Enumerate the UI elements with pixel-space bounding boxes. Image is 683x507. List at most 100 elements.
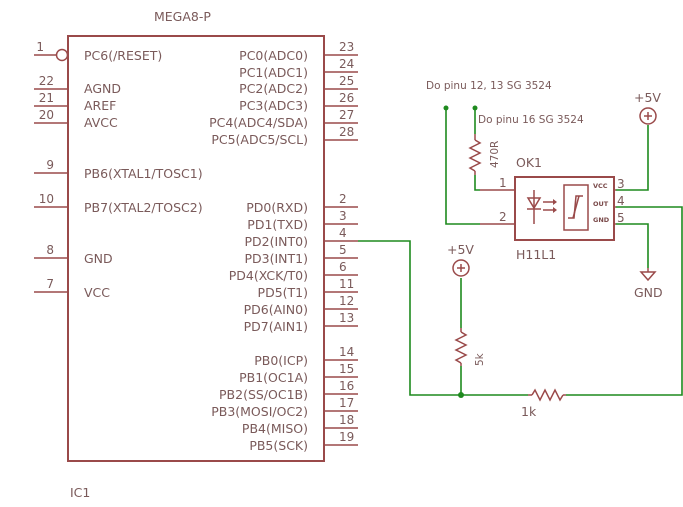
resistor-1k: 1k [521, 388, 566, 419]
pin-number: 22 [39, 74, 54, 88]
opto-body [514, 176, 615, 241]
pin-name: PD1(TXD) [247, 217, 308, 232]
opto-designator: OK1 [516, 155, 542, 170]
supply-5v-pullup: +5V [447, 242, 474, 277]
resistor-470r: 470R [468, 134, 501, 175]
pin-name: PB5(SCK) [249, 438, 308, 453]
pin-number: 11 [339, 277, 354, 291]
pin-number: 6 [339, 260, 347, 274]
pin-name: AVCC [84, 115, 118, 130]
supply-gnd: GND [634, 268, 663, 300]
junction-dot [458, 392, 464, 398]
net-opto-out [566, 206, 683, 396]
supply-symbol-icon [639, 107, 657, 125]
pin-number: 23 [339, 40, 354, 54]
optocoupler-h11l1: OK1 H11L1 1 2 VCC OUT GND 3 4 5 [480, 155, 625, 262]
pin-name: PB4(MISO) [242, 421, 308, 436]
pin-name: PC6(/RESET) [84, 48, 162, 63]
junction-dot [472, 105, 478, 111]
pin-number: 5 [339, 243, 347, 257]
ground-symbol-icon [639, 271, 657, 282]
pin-number: 10 [39, 192, 54, 206]
annotation-sg3524-12-13: Do pinu 12, 13 SG 3524 [426, 80, 552, 92]
opto-pin-label: VCC [593, 182, 608, 190]
supply-label: +5V [634, 90, 661, 105]
supply-label: GND [634, 285, 663, 300]
net-opto-vcc [616, 125, 649, 191]
pin-name: PC2(ADC2) [239, 81, 308, 96]
pin-name: PB7(XTAL2/TOSC2) [84, 200, 203, 215]
pin-number: 20 [39, 108, 54, 122]
ic-title: MEGA8-P [154, 9, 211, 24]
supply-label: +5V [447, 242, 474, 257]
nets [358, 105, 683, 398]
pin-number: 25 [339, 74, 354, 88]
opto-pin-number: 2 [499, 210, 507, 224]
pin-name: PB1(OC1A) [239, 370, 308, 385]
pin-number: 14 [339, 345, 354, 359]
pin-inversion-bubble [55, 48, 69, 62]
net-opto-gnd [616, 223, 649, 268]
pin-name: VCC [84, 285, 110, 300]
net-pd2 [358, 240, 528, 396]
pin-name: PC0(ADC0) [239, 48, 308, 63]
pin-number: 8 [46, 243, 54, 257]
pin-number: 3 [339, 209, 347, 223]
pin-name: PB6(XTAL1/TOSC1) [84, 166, 203, 181]
pin-number: 2 [339, 192, 347, 206]
junction-dot [443, 105, 449, 111]
pin-number: 19 [339, 430, 354, 444]
opto-pin-number: 3 [617, 177, 625, 191]
resistor-5k: 5k [454, 328, 486, 366]
pin-number: 1 [36, 40, 44, 54]
pin-number: 28 [339, 125, 354, 139]
pin-name: PD2(INT0) [245, 234, 309, 249]
supply-symbol-icon [452, 259, 470, 277]
resistor-value: 470R [489, 141, 501, 168]
pin-number: 15 [339, 362, 354, 376]
pin-number: 16 [339, 379, 354, 393]
pin-name: PC3(ADC3) [239, 98, 308, 113]
pin-name: AREF [84, 98, 116, 113]
opto-pin-label: GND [593, 216, 610, 224]
pin-name: PD4(XCK/T0) [229, 268, 308, 283]
pin-number: 9 [46, 158, 54, 172]
pin-name: PC5(ADC5/SCL) [211, 132, 308, 147]
pin-name: PC4(ADC4/SDA) [209, 115, 308, 130]
opto-pin-number: 4 [617, 194, 625, 208]
supply-5v-opto: +5V [634, 90, 661, 125]
ic-mega8: MEGA8-P IC1 1 PC6(/RESET) 22 AGND 21 ARE… [34, 9, 358, 500]
pin-number: 21 [39, 91, 54, 105]
pin-name: PB0(ICP) [254, 353, 308, 368]
ic-body [67, 35, 325, 462]
pin-name: PD7(AIN1) [244, 319, 308, 334]
ic-designator: IC1 [70, 485, 90, 500]
pin-name: PD3(INT1) [245, 251, 309, 266]
opto-pin-number: 5 [617, 211, 625, 225]
pin-name: PC1(ADC1) [239, 65, 308, 80]
pin-number: 18 [339, 413, 354, 427]
pin-number: 12 [339, 294, 354, 308]
ic-left-pins: 1 PC6(/RESET) 22 AGND 21 AREF 20 AVCC 9 … [34, 40, 203, 300]
opto-pin-label: OUT [593, 200, 609, 208]
pin-number: 13 [339, 311, 354, 325]
ic-right-pins: 23 PC0(ADC0) 24 PC1(ADC1) 25 PC2(ADC2) 2… [209, 40, 358, 453]
resistor-value: 1k [521, 404, 537, 419]
net-r470-opto [474, 175, 480, 191]
schmitt-trigger-box [563, 184, 589, 231]
pin-number: 26 [339, 91, 354, 105]
pin-name: AGND [84, 81, 121, 96]
pin-number: 17 [339, 396, 354, 410]
pin-number: 27 [339, 108, 354, 122]
pin-number: 4 [339, 226, 347, 240]
pin-name: GND [84, 251, 113, 266]
pin-name: PB3(MOSI/OC2) [211, 404, 308, 419]
pin-name: PD5(T1) [258, 285, 308, 300]
pin-name: PD0(RXD) [246, 200, 308, 215]
pin-number: 24 [339, 57, 354, 71]
opto-pin-number: 1 [499, 176, 507, 190]
pin-name: PD6(AIN0) [244, 302, 308, 317]
opto-part: H11L1 [516, 247, 556, 262]
pin-number: 7 [46, 277, 54, 291]
